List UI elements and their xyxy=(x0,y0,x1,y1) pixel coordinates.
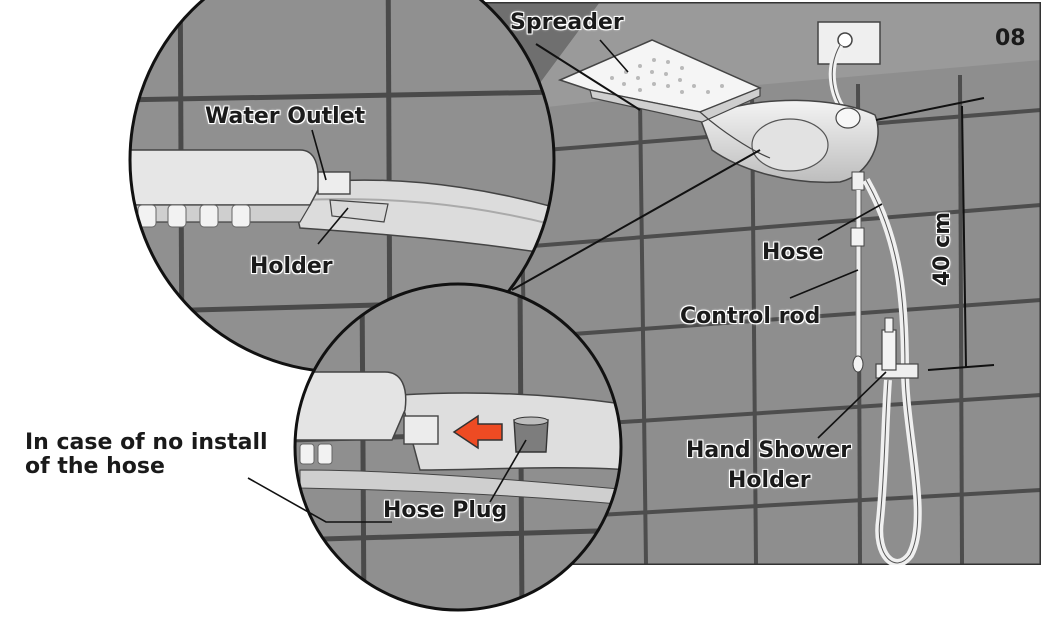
hand-shower-holder xyxy=(875,317,919,379)
nozzle-row xyxy=(137,204,251,228)
label-hand-shower-holder-line1: Hand Shower xyxy=(686,438,852,463)
spreader-nozzles xyxy=(610,58,724,94)
label-no-install-line2: of the hose xyxy=(25,454,165,479)
dimension-lines xyxy=(875,97,995,371)
label-holder: Holder xyxy=(250,254,333,279)
figure-number: 08 xyxy=(995,26,1026,51)
label-hand-shower-holder-line2: Holder xyxy=(728,468,811,493)
label-hose: Hose xyxy=(762,240,824,265)
wall-outlet xyxy=(817,21,881,121)
hose-plug-part xyxy=(513,416,549,453)
label-spreader: Spreader xyxy=(510,10,624,35)
leader-no-install xyxy=(247,477,392,523)
spreader-head xyxy=(557,39,771,159)
label-hose-plug: Hose Plug xyxy=(383,498,508,523)
label-control-rod: Control rod xyxy=(680,304,821,329)
label-water-outlet: Water Outlet xyxy=(205,104,366,129)
label-no-install-line1: In case of no install xyxy=(25,430,268,455)
dimension-label: 40 cm xyxy=(930,211,956,287)
shower-body xyxy=(699,99,879,191)
insert-arrow xyxy=(452,414,503,450)
leader-lines-main xyxy=(599,39,887,439)
zoom-circle-plug xyxy=(293,282,623,612)
